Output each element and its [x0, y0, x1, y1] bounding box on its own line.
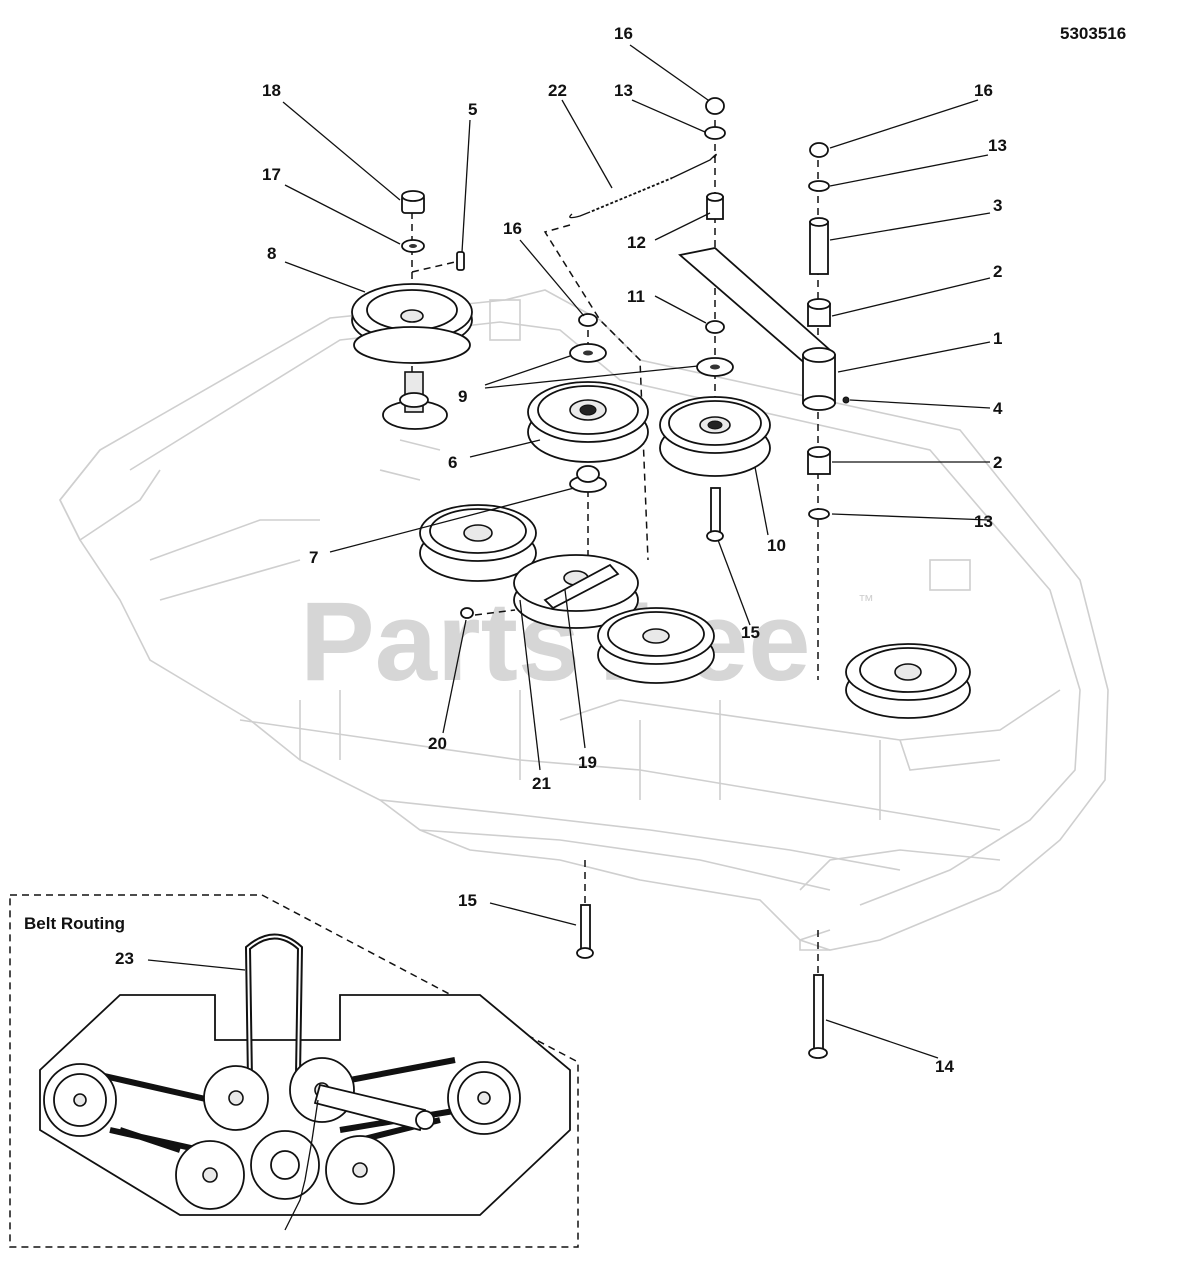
inset-spring	[284, 1099, 319, 1231]
callout-labels: 16 13 22 18 5 16 13 17 3 8 16 12 2 11 1 …	[115, 24, 1007, 1076]
inset-pulley-left	[43, 1063, 117, 1137]
callout-12: 12	[627, 233, 646, 252]
callout-leaders	[147, 44, 991, 1059]
callout-8: 8	[267, 244, 276, 263]
callout-10: 10	[767, 536, 786, 555]
pulley-8	[351, 283, 473, 364]
nut-20	[460, 607, 474, 619]
spindle-shaft	[382, 371, 448, 430]
washer-13c	[808, 508, 830, 520]
callout-2: 2	[993, 453, 1002, 472]
washer-9b	[696, 357, 734, 377]
inset-pulley-bottom-right	[325, 1135, 395, 1205]
nut-16a	[705, 97, 725, 115]
bushing-2b	[807, 446, 831, 475]
pulley-front	[597, 607, 715, 684]
key-5	[456, 251, 465, 271]
callout-11: 11	[627, 287, 645, 306]
grease-fitting-4	[842, 396, 850, 404]
callout-20: 20	[428, 734, 447, 753]
inset-pulley-bottom-center	[250, 1130, 320, 1200]
callout-17: 17	[262, 165, 281, 184]
watermark-trademark: ™	[858, 593, 874, 610]
inset-idler-arm	[313, 1083, 435, 1132]
callout-21: 21	[532, 774, 551, 793]
callout-16: 16	[974, 81, 993, 100]
callout-14: 14	[935, 1057, 954, 1076]
bushing-2a	[807, 298, 831, 327]
idler-pulley-10	[659, 396, 771, 477]
bushing-11	[705, 320, 725, 334]
nut-18	[401, 190, 425, 214]
washer-17	[401, 239, 425, 253]
callout-13: 13	[988, 136, 1007, 155]
callout-15: 15	[741, 623, 760, 642]
arm-pivot-tube-1	[802, 347, 836, 411]
callout-6: 6	[448, 453, 457, 472]
inset-idler-left	[203, 1065, 269, 1131]
bolt-14	[808, 974, 828, 1059]
bolt-15a	[706, 487, 724, 542]
pulley-left-lower	[419, 504, 537, 582]
washer-13a	[704, 126, 726, 140]
inset-title: Belt Routing	[24, 914, 125, 933]
callout-7: 7	[309, 548, 318, 567]
callout-13: 13	[974, 512, 993, 531]
bolt-15b	[576, 904, 594, 959]
callout-19: 19	[578, 753, 597, 772]
belt-routing-inset: Belt Routing	[9, 894, 579, 1248]
callout-1: 1	[993, 329, 1002, 348]
idler-pulley-6	[527, 381, 649, 463]
washer-9a	[569, 343, 607, 363]
callout-16: 16	[503, 219, 522, 238]
inset-pulley-right	[447, 1061, 521, 1135]
washer-13b	[808, 180, 830, 192]
callout-5: 5	[468, 100, 477, 119]
nut-16b	[809, 142, 829, 158]
callout-4: 4	[993, 399, 1003, 418]
callout-18: 18	[262, 81, 281, 100]
callout-15: 15	[458, 891, 477, 910]
callout-9: 9	[458, 387, 467, 406]
callout-22: 22	[548, 81, 567, 100]
pulley-center-19	[513, 554, 639, 629]
sleeve-3	[809, 217, 829, 275]
nut-16c	[578, 313, 598, 327]
spacer-7	[569, 465, 607, 493]
pulley-right	[845, 643, 971, 719]
callout-23: 23	[115, 949, 134, 968]
spring-22	[569, 153, 717, 219]
callout-13: 13	[614, 81, 633, 100]
callout-3: 3	[993, 196, 1002, 215]
callout-2: 2	[993, 262, 1002, 281]
mower-deck-outline	[59, 289, 1109, 951]
spacer-12	[706, 192, 724, 220]
inset-pulley-bottom-left	[175, 1140, 245, 1210]
callout-16: 16	[614, 24, 633, 43]
document-number: 5303516	[1060, 24, 1126, 43]
